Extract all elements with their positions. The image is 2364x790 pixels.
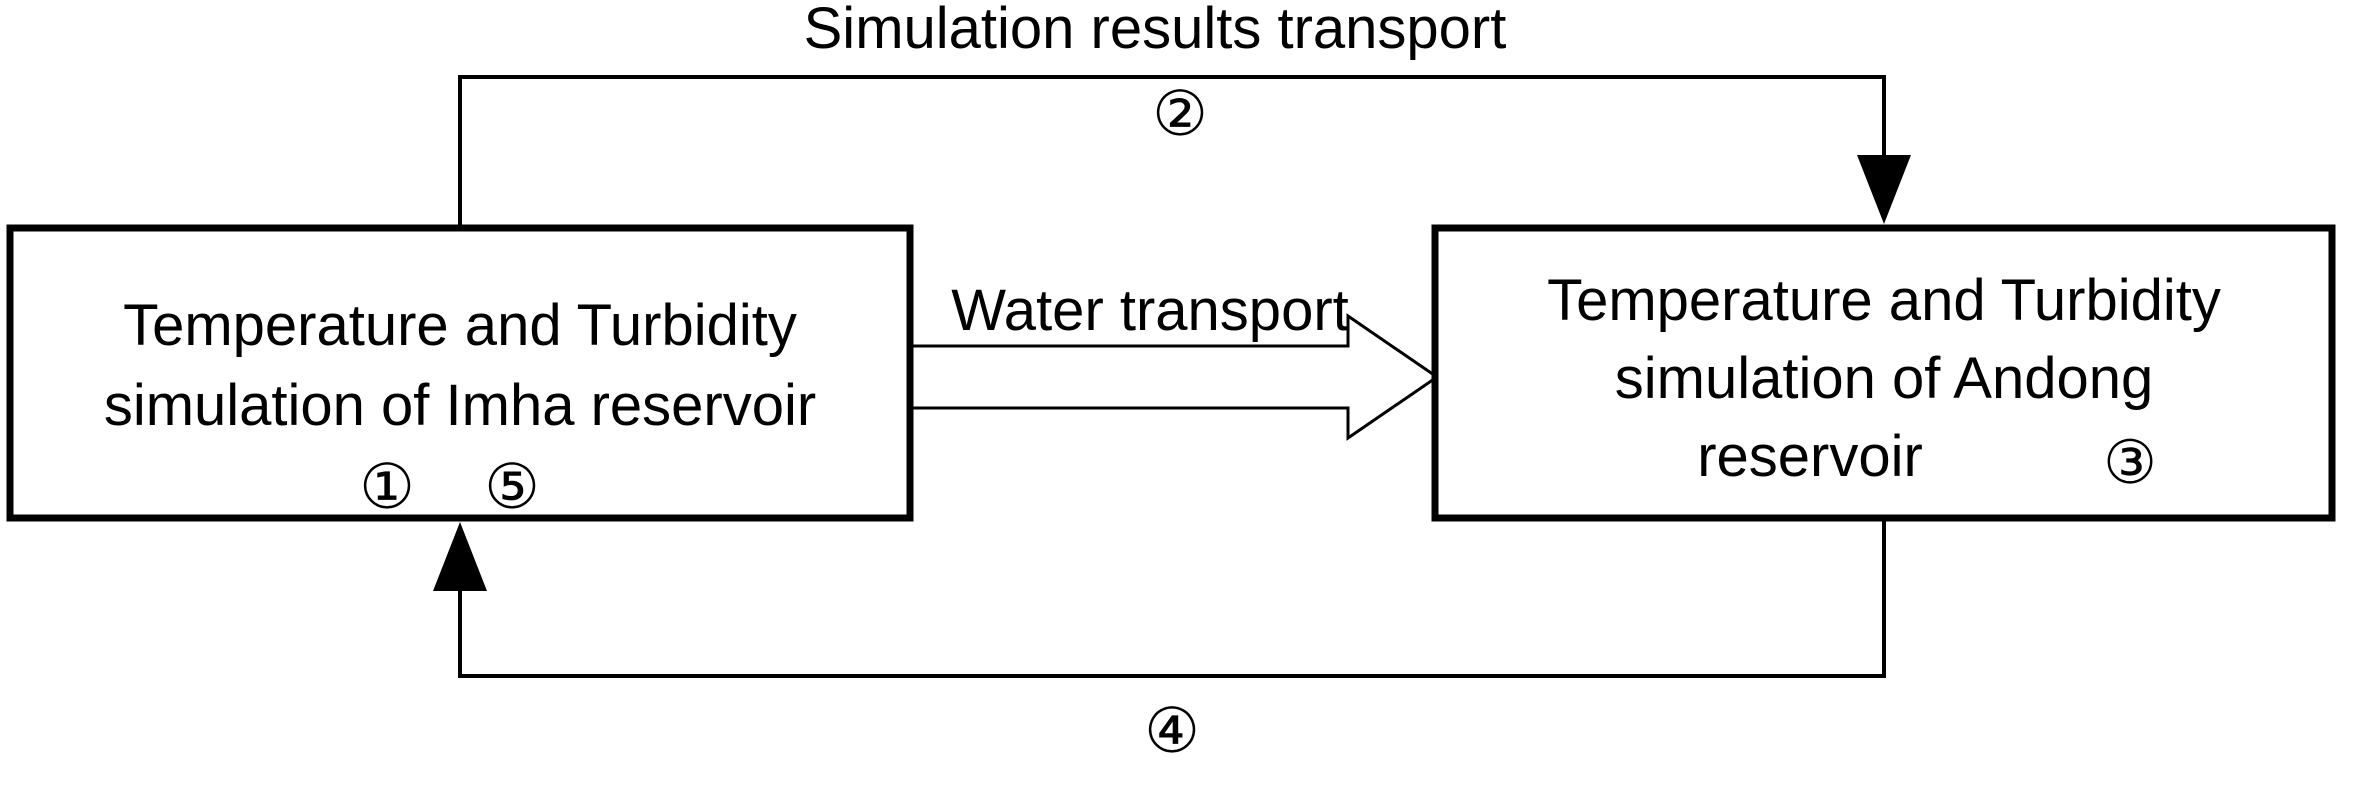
andong-box-line-3: reservoir [1697,424,1923,489]
marker-circle-3: ③ [2103,428,2157,498]
andong-box-line-1: Temperature and Turbidity [1547,268,2221,333]
water-transport-label: Water transport [951,278,1349,343]
results-transport-arrowhead [1857,155,1911,224]
marker-circle-5: ⑤ [484,450,540,523]
imha-box-line-1: Temperature and Turbidity [123,293,797,358]
imha-box-line-2: simulation of Imha reservoir [104,373,816,438]
edge-return-flow [433,518,1886,678]
return-flow-line [458,518,1886,678]
marker-circle-2: ② [1152,77,1208,150]
results-transport-label: Simulation results transport [804,0,1507,61]
marker-circle-1: ① [359,450,415,523]
edge-water-transport [908,313,1440,441]
return-flow-arrowhead [433,522,487,591]
andong-box-outline [1431,224,2336,522]
imha-box-outline [6,224,914,522]
water-transport-block-arrow [908,313,1440,441]
andong-reservoir-box[interactable]: Temperature and Turbidity simulation of … [1431,224,2336,522]
imha-reservoir-box[interactable]: Temperature and Turbidity simulation of … [6,224,914,522]
results-transport-line [458,75,1886,228]
edge-results-transport [458,75,1911,228]
andong-box-line-2: simulation of Andong [1615,346,2153,411]
marker-circle-4: ④ [1144,694,1200,767]
